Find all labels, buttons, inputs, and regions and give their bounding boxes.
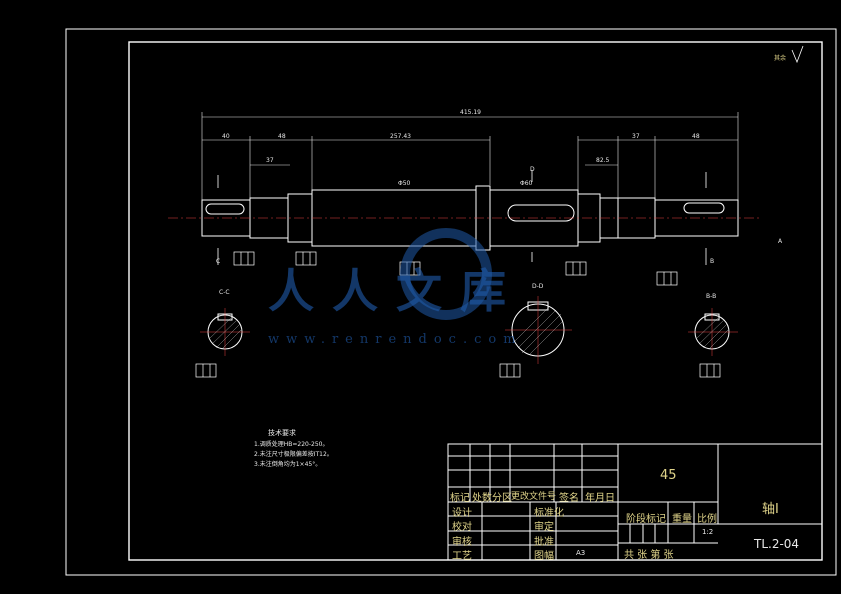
tb-row-approve: 批准: [534, 537, 554, 548]
svg-text:257.43: 257.43: [390, 133, 411, 140]
tb-scale-value: 1:2: [702, 528, 714, 536]
tech-req-item-2: 2.未注尺寸极限偏差按IT12。: [254, 451, 333, 458]
section-centre-lines: [200, 296, 738, 364]
section-label-dd: D-D: [532, 283, 544, 290]
tech-req-item-1: 1.调质处理HB=220-250。: [254, 441, 329, 448]
tb-stage-label: 阶段标记: [626, 514, 666, 525]
tb-row-auditor: 审核: [452, 537, 472, 548]
tb-sheets-label: 共 张 第 张: [624, 550, 674, 561]
watermark-text: 人人文库: [268, 264, 524, 318]
tb-row-designer: 设计: [452, 508, 472, 519]
svg-text:82.5: 82.5: [596, 157, 610, 164]
svg-text:40: 40: [222, 133, 230, 140]
section-label-cc: C-C: [219, 289, 230, 296]
tb-header-5: 年月日: [585, 493, 615, 504]
roughness-note: 其余: [774, 55, 787, 62]
dimension-texts: 415.19 40 48 37 257.43 82.5 37 48 Φ50 Φ6…: [222, 109, 700, 187]
svg-text:Φ50: Φ50: [398, 180, 411, 187]
tb-scale-label: 比例: [697, 514, 717, 525]
section-cut-markers: [217, 170, 707, 265]
view-marker-d: D: [530, 166, 535, 173]
tb-row-process: 工艺: [452, 551, 472, 562]
watermark-circle: [400, 228, 492, 320]
svg-text:37: 37: [266, 157, 274, 164]
svg-text:Φ60: Φ60: [520, 180, 533, 187]
outer-border: [65, 28, 837, 576]
view-marker-a: A: [778, 238, 783, 245]
tb-drawing-number: TL.2-04: [754, 537, 800, 551]
svg-text:48: 48: [692, 133, 700, 140]
tb-row-standard: 标准化: [534, 508, 564, 519]
tb-header-0: 标记: [450, 493, 470, 504]
watermark-url: www.renrendoc.com: [268, 332, 523, 347]
tb-header-4: 签名: [559, 493, 579, 504]
tech-req-title: 技术要求: [268, 429, 296, 437]
title-block-grid: [447, 443, 823, 561]
tb-header-3: 更改文件号: [511, 492, 557, 502]
tb-part-name: 轴Ⅰ: [762, 502, 779, 517]
tb-sheet-size: A3: [576, 549, 586, 557]
overall-length-dim: 415.19: [460, 109, 481, 116]
tb-weight-label: 重量: [672, 514, 692, 525]
tb-row-sheet: 图幅: [534, 551, 554, 562]
view-marker-b: B: [710, 258, 715, 265]
svg-text:48: 48: [278, 133, 286, 140]
tb-header-2: 分区: [492, 493, 512, 504]
dimension-lines: [201, 112, 739, 200]
tb-row-review: 审定: [534, 522, 554, 533]
section-label-bb: B-B: [706, 293, 717, 300]
section-hatching: [209, 305, 729, 356]
tb-header-1: 处数: [472, 493, 492, 504]
tb-material: 45: [660, 468, 677, 483]
tb-row-checker: 校对: [452, 522, 472, 533]
view-marker-c: C: [216, 258, 221, 265]
svg-text:37: 37: [632, 133, 640, 140]
tech-req-item-3: 3.未注倒角均为1×45°。: [254, 461, 322, 468]
